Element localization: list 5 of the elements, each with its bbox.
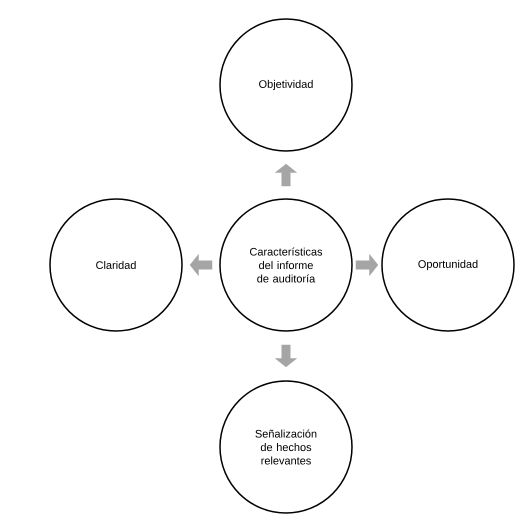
circle-node: Objetividad bbox=[219, 18, 353, 152]
circle-node: Claridad bbox=[49, 198, 183, 332]
circle-node: Oportunidad bbox=[381, 198, 515, 332]
circle-node: Características del informe de auditoría bbox=[219, 198, 353, 332]
circle-node: Señalización de hechos relevantes bbox=[219, 380, 353, 514]
